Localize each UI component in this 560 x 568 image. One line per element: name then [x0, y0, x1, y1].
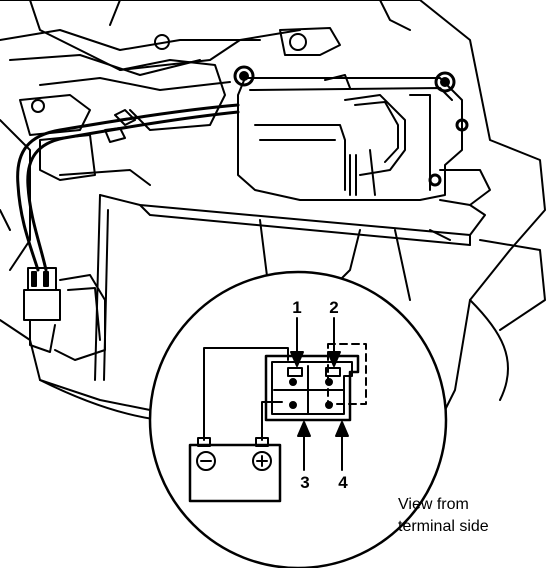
terminal-2-pin: [325, 378, 333, 386]
linkage: [0, 27, 341, 186]
terminal-label-2: 2: [329, 298, 338, 317]
actuator-housing: [233, 65, 491, 206]
terminal-4-pin: [325, 401, 333, 409]
terminal-labels: 1 2 3 4: [292, 298, 348, 492]
mounting-bracket: [94, 194, 486, 381]
terminal-connector: [264, 343, 367, 422]
caption-line-2: terminal side: [398, 518, 489, 535]
wire-harness: [16, 103, 240, 421]
harness-connector: [23, 267, 106, 361]
terminal-3-pin: [289, 401, 297, 409]
view-caption: View from terminal side: [398, 494, 558, 538]
terminal-arrows: [290, 317, 349, 471]
terminal-1-pin: [289, 378, 297, 386]
terminal-label-3: 3: [300, 473, 309, 492]
battery: [188, 437, 282, 503]
terminal-label-1: 1: [292, 298, 301, 317]
terminal-label-4: 4: [338, 473, 348, 492]
test-wiring: [203, 347, 289, 441]
caption-line-1: View from: [398, 496, 469, 513]
